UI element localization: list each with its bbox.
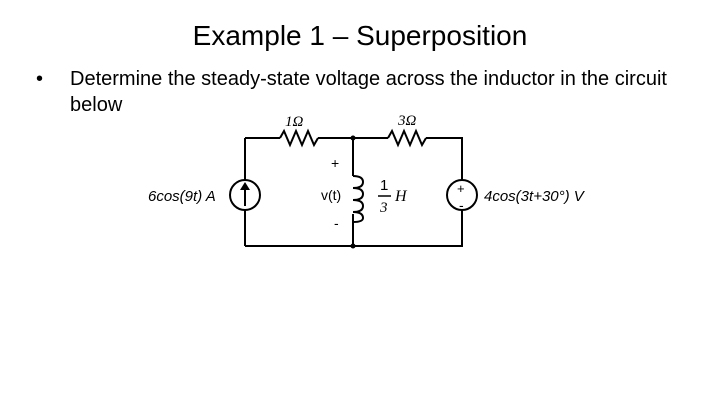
inductor-unit: H [394,188,408,205]
arrow-up-icon [240,182,250,206]
current-source-label: 6cos(9t) A [148,188,216,205]
vt-plus: + [331,155,339,171]
voltage-source-label: 4cos(3t+30°) V [484,188,586,205]
vt-minus: - [334,215,339,231]
resistor-3-label: 3Ω [397,113,417,129]
voltage-source-plus: + [457,181,465,196]
resistor-3-ohm [387,128,427,148]
voltage-source-circle [446,179,478,211]
vt-label: v(t) [321,187,341,203]
current-source-circle [229,179,261,211]
bullet-marker: • [36,68,44,90]
wire-top-right [426,137,463,180]
bullet-item: • Determine the steady-state voltage acr… [36,66,696,118]
inductor-coil [352,175,365,223]
resistor-1-label: 1Ω [285,114,304,130]
inductor-value-denominator: 3 [379,200,388,216]
slide-title: Example 1 – Superposition [192,20,528,51]
inductor-value-numerator: 1 [380,177,388,194]
voltage-source-minus: - [459,197,464,213]
node-dot-bottom [350,243,356,249]
wire-bottom [245,210,463,247]
bullet-text: Determine the steady-state voltage acros… [70,68,667,116]
resistor-1-ohm [279,128,319,148]
node-dot-top [350,135,356,141]
